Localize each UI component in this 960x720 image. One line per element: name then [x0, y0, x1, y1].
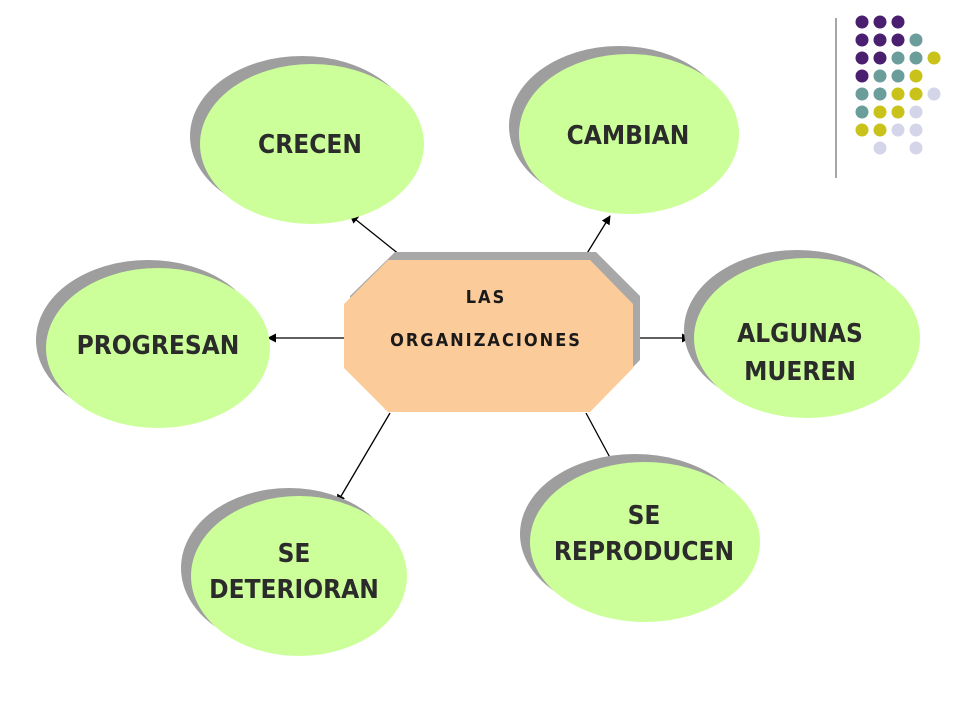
outer-nodes: CRECEN CAMBIAN PROGRESAN ALGUNAS MUEREN …: [36, 46, 920, 656]
node-ellipse: [46, 268, 270, 428]
decorative-dot-pattern: [855, 15, 941, 155]
arrow-to-crecen: [349, 214, 401, 256]
node-label-cambian: CAMBIAN: [567, 121, 690, 151]
decorative-dot: [855, 51, 869, 65]
decorative-dot: [909, 51, 923, 65]
node-label-se: SE: [628, 501, 661, 531]
node-ellipse: [200, 64, 424, 224]
arrow-to-cambian: [585, 215, 611, 256]
node-label-reproducen: REPRODUCEN: [554, 537, 734, 567]
decorative-dot: [873, 69, 887, 83]
decorative-dot: [873, 15, 887, 29]
decorative-dot: [909, 141, 923, 155]
center-octagon: [344, 260, 633, 412]
decorative-dot: [855, 33, 869, 47]
center-node: LAS ORGANIZACIONES: [344, 252, 640, 412]
decorative-dot: [891, 51, 905, 65]
decorative-dot: [873, 33, 887, 47]
decorative-dot: [873, 105, 887, 119]
decorative-dot: [873, 123, 887, 137]
node-se-reproducen: SE REPRODUCEN: [520, 454, 760, 622]
decorative-dot: [855, 87, 869, 101]
center-label-line-1: LAS: [466, 287, 507, 308]
node-label-mueren: MUEREN: [744, 357, 856, 387]
decorative-dot: [909, 87, 923, 101]
decorative-dot: [891, 87, 905, 101]
node-label-progresan: PROGRESAN: [77, 331, 240, 361]
node-ellipse: [191, 496, 407, 656]
node-se-deterioran: SE DETERIORAN: [181, 488, 407, 656]
connector-arrows: [267, 214, 691, 504]
decorative-dot: [855, 105, 869, 119]
decorative-dot: [873, 141, 887, 155]
decorative-dot: [927, 87, 941, 101]
decorative-dot: [927, 51, 941, 65]
decorative-dot: [855, 69, 869, 83]
node-progresan: PROGRESAN: [36, 260, 270, 428]
decorative-dot: [855, 15, 869, 29]
decorative-dot: [873, 87, 887, 101]
decorative-dot: [891, 15, 905, 29]
node-label-crecen: CRECEN: [258, 130, 362, 160]
decorative-dot: [891, 105, 905, 119]
decorative-dot: [909, 123, 923, 137]
node-ellipse: [519, 54, 739, 214]
decorative-dot: [909, 105, 923, 119]
node-label-deterioran: DETERIORAN: [209, 575, 379, 605]
node-algunas-mueren: ALGUNAS MUEREN: [684, 250, 920, 418]
node-label-algunas: ALGUNAS: [737, 319, 863, 349]
node-label-se: SE: [278, 539, 311, 569]
node-cambian: CAMBIAN: [509, 46, 739, 214]
decorative-dot: [909, 69, 923, 83]
decorative-dot: [909, 33, 923, 47]
node-ellipse: [694, 258, 920, 418]
decorative-dot: [891, 33, 905, 47]
node-ellipse: [530, 462, 760, 622]
decorative-dot: [873, 51, 887, 65]
center-label-line-2: ORGANIZACIONES: [390, 330, 582, 351]
arrow-to-se-deterioran: [336, 412, 391, 504]
decorative-dot: [891, 69, 905, 83]
decorative-dot: [891, 123, 905, 137]
node-crecen: CRECEN: [190, 56, 424, 224]
decorative-dot: [855, 123, 869, 137]
